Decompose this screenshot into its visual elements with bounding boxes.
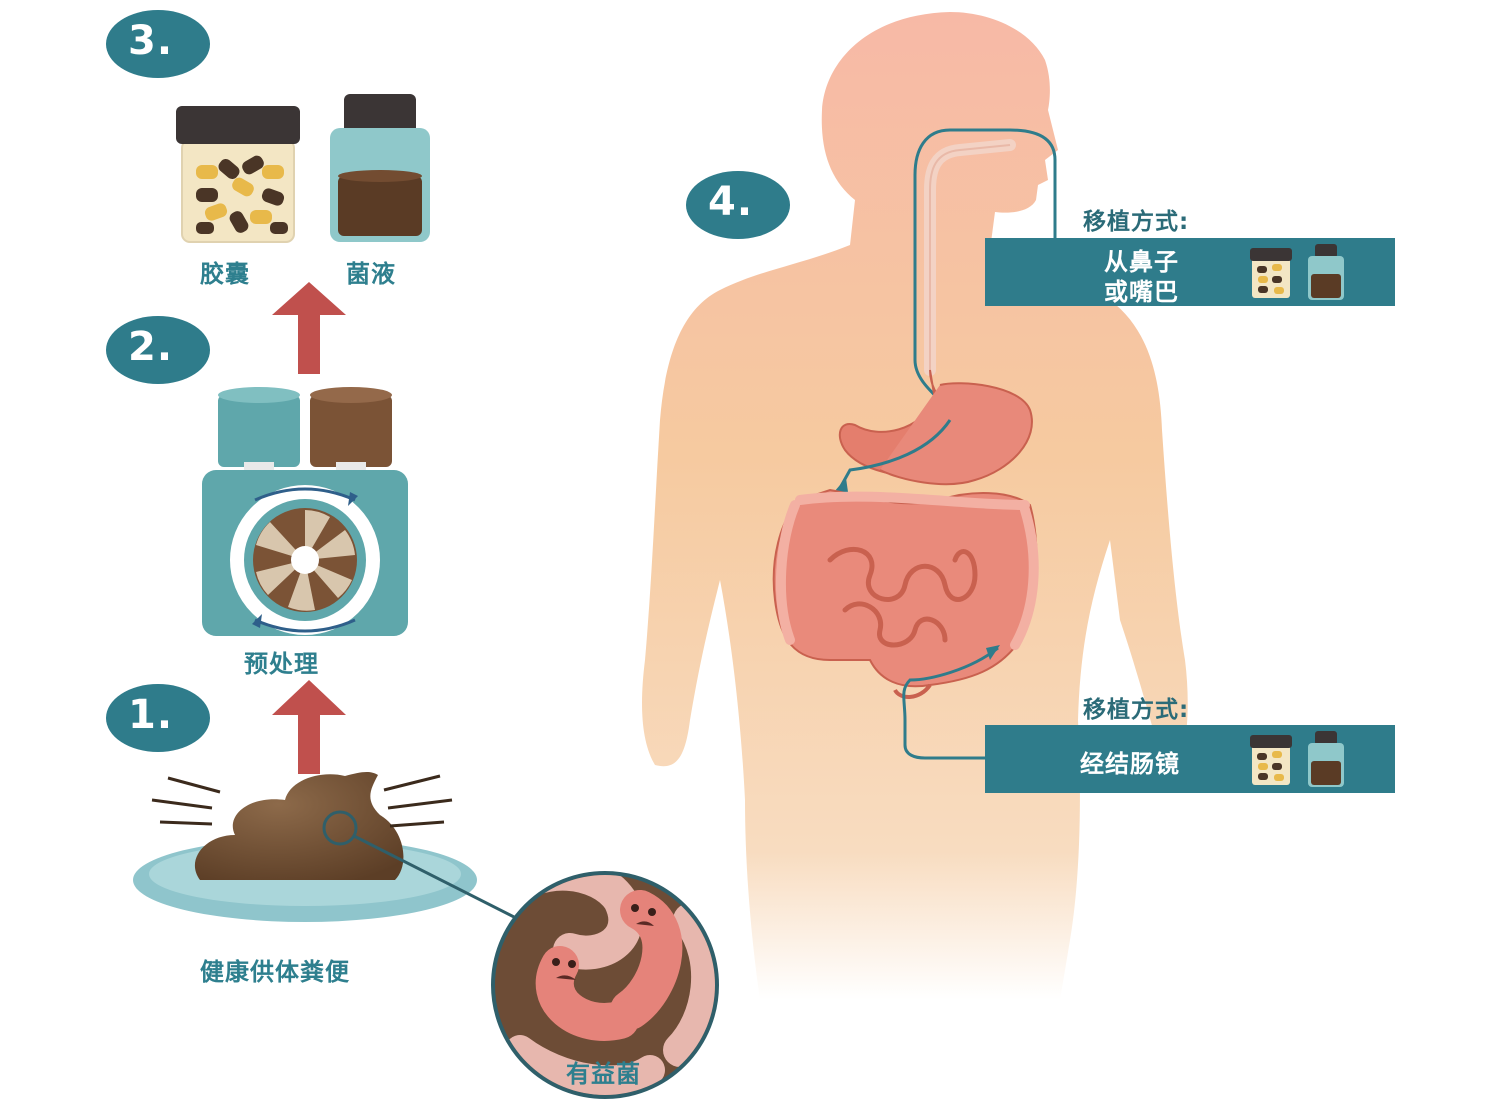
upper-route-tube (913, 128, 1057, 421)
upper-method-box (985, 238, 1395, 306)
arrow-up-lower (272, 680, 346, 774)
step-3-number: 3. (128, 18, 174, 64)
step-4-number: 4. (708, 179, 754, 225)
intestines (772, 488, 1039, 699)
beneficial-bacteria-label: 有益菌 (566, 1060, 641, 1088)
step-1-badge (106, 684, 210, 752)
donor-stool-label: 健康供体粪便 (200, 958, 350, 986)
liquid-label: 菌液 (346, 260, 396, 288)
preprocess-label: 预处理 (244, 650, 319, 678)
step-2-number: 2. (128, 324, 174, 370)
step-1-number: 1. (128, 692, 174, 738)
step-4-badge (686, 171, 790, 239)
capsule-jar-icon (176, 106, 300, 243)
arrow-up-upper (272, 282, 346, 374)
capsule-label: 胶囊 (200, 260, 250, 288)
stomach (834, 369, 1033, 492)
liquid-bottle-icon (330, 94, 430, 242)
lower-route-tube (902, 645, 1000, 760)
step-3-badge (106, 10, 210, 78)
upper-method-line1: 从鼻子 (1104, 248, 1179, 276)
lower-method-box (985, 725, 1395, 793)
stool-plate-icon (133, 772, 521, 922)
lower-method-title: 移植方式: (1083, 697, 1190, 723)
preprocess-machine-icon (202, 387, 408, 636)
lower-method-line1: 经结肠镜 (1080, 750, 1180, 778)
upper-method-title: 移植方式: (1083, 209, 1190, 235)
step-2-badge (106, 316, 210, 384)
upper-method-line2: 或嘴巴 (1104, 278, 1179, 306)
